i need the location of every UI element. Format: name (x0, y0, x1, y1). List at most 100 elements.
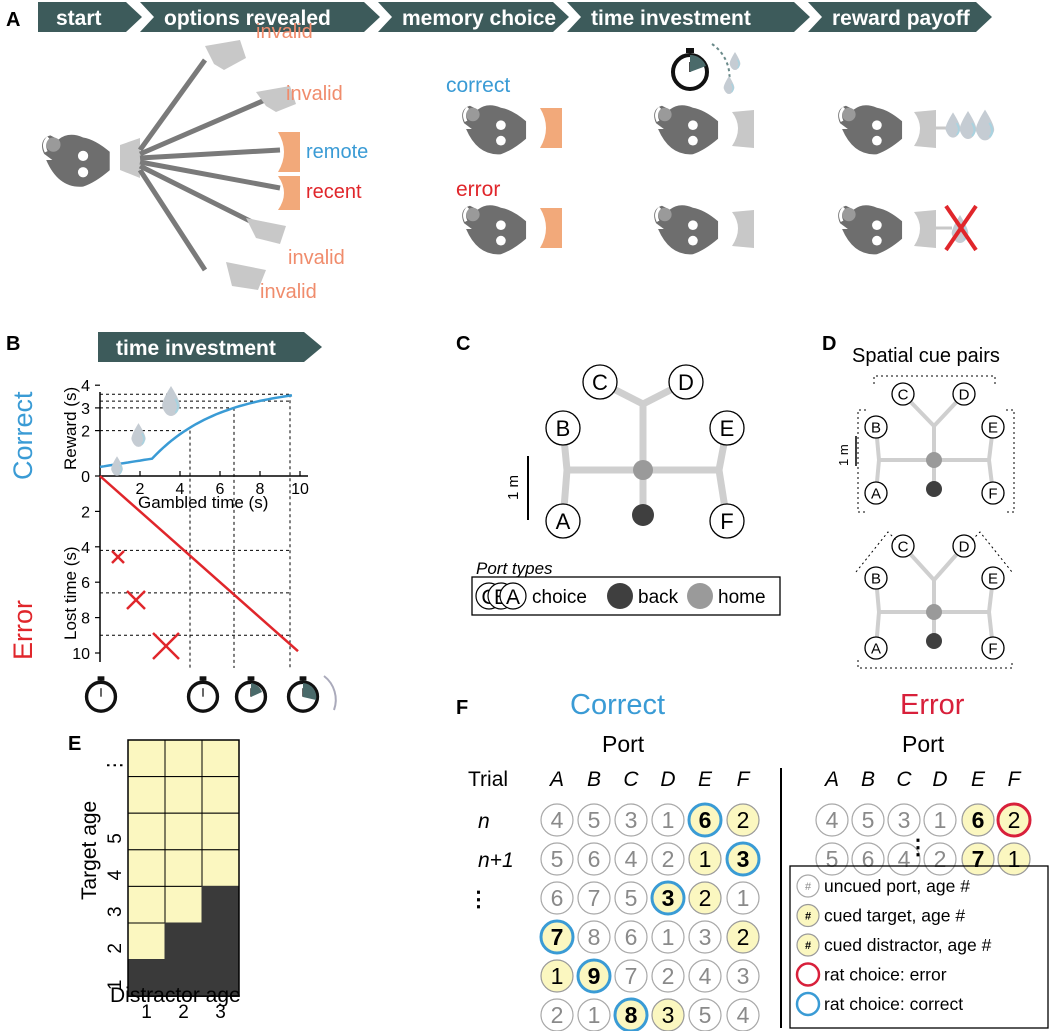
pair-bracket (873, 375, 996, 384)
port-cell-age: 5 (588, 807, 601, 833)
port-invalid-2-icon (256, 86, 296, 112)
legend-home-icon (687, 583, 713, 609)
choice-port-f (981, 636, 1005, 660)
port-cell-age: 5 (699, 1002, 712, 1028)
x-tick-label: 4 (176, 481, 185, 498)
target-age-tick: ⋮ (105, 756, 126, 775)
port-cell-age: 2 (551, 1002, 564, 1028)
trial-header: Trial (468, 768, 508, 791)
age-cell (164, 776, 203, 814)
invalid-label-3: invalid (288, 247, 345, 269)
drop-icon (728, 52, 742, 70)
port-cell-age: 7 (588, 885, 601, 911)
drop-icon (958, 110, 978, 140)
choice-port-f (709, 503, 745, 539)
port-cell (726, 920, 760, 954)
port-gray-icon (914, 110, 936, 148)
port-cell-age: 4 (625, 846, 638, 872)
port-label-e: E (988, 570, 998, 587)
choice-port-d (668, 364, 704, 400)
port-cell (851, 803, 885, 837)
stage-banner (38, 2, 142, 32)
recent-label: recent (306, 181, 362, 203)
choice-port-d (952, 534, 976, 558)
legend-symbol (796, 903, 820, 928)
port-cell-age: 2 (662, 846, 675, 872)
age-cell (201, 922, 240, 961)
port-remote-icon (278, 132, 300, 172)
panel-label-c: C (456, 333, 470, 355)
port-cell (539, 919, 575, 955)
no-reward-x-icon (944, 204, 978, 252)
drop-icon (110, 456, 124, 476)
port-cell-age: 6 (551, 885, 564, 911)
back-port-icon (632, 504, 654, 526)
stage-banner-label: memory choice (402, 7, 556, 30)
port-invalid-3-icon (246, 218, 286, 244)
home-port-icon (926, 604, 942, 620)
port-cell-age: 2 (1008, 807, 1021, 833)
port-cell (887, 803, 921, 837)
port-cell (650, 880, 686, 916)
port-cell (815, 842, 849, 876)
age-cell (201, 885, 240, 924)
error-title: Error (900, 689, 965, 721)
port-label-c: C (898, 538, 909, 555)
legend-back-icon (607, 583, 633, 609)
port-cell (887, 842, 921, 876)
choice-port-e (981, 566, 1005, 590)
rat-waiting-error-icon (652, 203, 720, 256)
lost-tick-label: 8 (81, 611, 90, 628)
drop-icon (944, 112, 962, 138)
age-cell (201, 776, 240, 814)
column-header-correct: E (698, 768, 713, 791)
column-header-correct: A (548, 768, 564, 791)
panel-d-scale-bar: 1 m (836, 436, 857, 466)
port-cell (577, 842, 611, 876)
port-label-e: E (988, 419, 998, 436)
stage-banner-label: reward payoff (832, 7, 971, 30)
legend-symbol-text: # (805, 940, 811, 952)
stage-banner-label: time investment (591, 7, 751, 30)
age-cell (127, 776, 166, 814)
lost-tick-label: 10 (72, 646, 90, 663)
distractor-age-tick: 2 (178, 1002, 189, 1023)
column-header-error: B (861, 768, 875, 791)
port-cell-age: 4 (737, 1002, 750, 1028)
lost-tick-label: 4 (81, 540, 90, 557)
port-cell (688, 959, 722, 993)
port-label-d: D (959, 538, 970, 555)
column-header-correct: D (660, 768, 675, 791)
port-cell (577, 998, 611, 1031)
port-cell-age: 8 (588, 924, 601, 950)
x-tick-label: 8 (256, 481, 265, 498)
column-header-error: C (896, 768, 912, 791)
reward-curve (99, 394, 293, 469)
stopwatch-icon (186, 676, 220, 713)
spatial-cue-title: Spatial cue pairs (852, 345, 1000, 367)
port-types-legend (471, 576, 781, 616)
stage-banner-label: options revealed (164, 7, 331, 30)
age-cell (201, 739, 240, 778)
age-cell (164, 922, 203, 961)
port-cell-age: 2 (737, 924, 750, 950)
port-cell (540, 803, 574, 837)
grid-border (127, 739, 240, 997)
panel-label-f: F (456, 697, 468, 719)
port-cell (614, 959, 648, 993)
choice-port-d (952, 382, 976, 406)
port-cell-age: 3 (737, 963, 750, 989)
port-cell-age: 3 (737, 846, 750, 872)
x-tick-label: 2 (136, 481, 145, 498)
port-cell-age: 5 (862, 807, 875, 833)
choice-port-b (864, 415, 888, 439)
port-label-d: D (959, 386, 970, 403)
port-cell-age: 1 (662, 807, 675, 833)
legend-symbol (796, 874, 820, 898)
port-cell-age: 1 (934, 807, 947, 833)
distractor-age-label: Distractor age (110, 984, 241, 1007)
